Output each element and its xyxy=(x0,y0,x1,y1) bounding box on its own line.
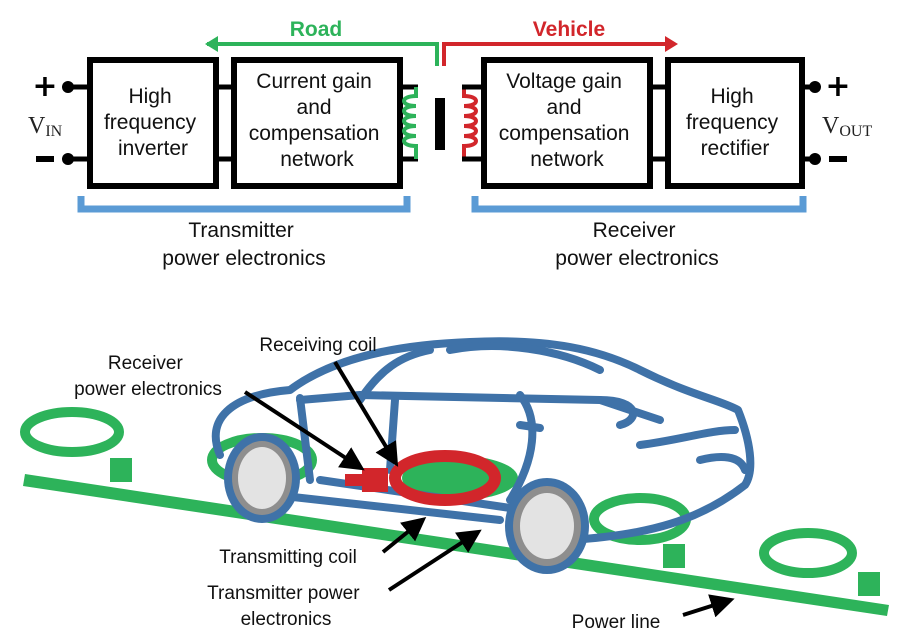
rectifier-block xyxy=(665,57,805,189)
road-coil xyxy=(20,407,132,482)
road-label: Road xyxy=(290,18,343,41)
receiver-bracket xyxy=(471,196,807,213)
transmitting-coil-label: Transmitting coil xyxy=(219,547,357,568)
current-gain-block xyxy=(231,57,403,189)
callout-arrows xyxy=(243,360,735,618)
transmitter-pe-label: Transmitter power electronics xyxy=(207,583,365,630)
power-line-label: Power line xyxy=(572,612,661,633)
output-plus-terminal xyxy=(809,81,821,93)
receiver-coil-symbol xyxy=(462,87,478,159)
rectifier-label: High frequency rectifier xyxy=(686,85,784,160)
vout-label: VOUT xyxy=(822,113,872,140)
receiver-group-label: Receiver power electronics xyxy=(555,219,718,270)
road-illustration: Receiving coil Receiver power electronic… xyxy=(20,335,889,633)
receiver-pe-label: Receiver power electronics xyxy=(74,353,222,400)
plus-sign-out: + xyxy=(825,69,850,104)
input-terminals: + VIN xyxy=(28,69,90,165)
transmitter-coil-symbol xyxy=(402,87,418,159)
front-wheel xyxy=(505,478,589,574)
current-gain-label: Current gain and compensation network xyxy=(249,70,386,171)
transformer-core xyxy=(435,98,445,150)
road-arrow: Road xyxy=(205,18,439,66)
vehicle-arrow: Vehicle xyxy=(442,18,678,66)
arrow-power-line xyxy=(682,594,735,618)
road-coil xyxy=(759,528,880,596)
arrow-receiver-pe xyxy=(243,390,365,471)
receiving-coil-label: Receiving coil xyxy=(259,335,376,356)
output-terminals: + VOUT xyxy=(802,69,872,165)
plus-sign: + xyxy=(32,69,57,104)
arrow-transmitter-pe xyxy=(387,529,482,592)
block-diagram: Road Vehicle + VIN High frequency invert… xyxy=(28,18,872,270)
transmitter-group-label: Transmitter power electronics xyxy=(162,219,325,270)
transmitter-bracket xyxy=(77,196,411,213)
voltage-gain-label: Voltage gain and compensation network xyxy=(499,70,636,171)
inverter-label: High frequency inverter xyxy=(104,85,202,160)
voltage-gain-block xyxy=(481,57,653,189)
receiver-power-electronics xyxy=(345,468,388,492)
rear-wheel xyxy=(224,433,300,523)
minus-sign xyxy=(36,156,54,162)
inverter-block xyxy=(87,57,219,189)
arrow-transmitting-coil xyxy=(381,516,427,554)
arrow-receiving-coil xyxy=(333,360,399,467)
minus-sign-out xyxy=(829,156,847,162)
vehicle-label: Vehicle xyxy=(533,18,605,41)
output-minus-terminal xyxy=(809,153,821,165)
input-plus-terminal xyxy=(62,81,74,93)
receiving-coil xyxy=(389,450,501,506)
input-minus-terminal xyxy=(62,153,74,165)
vin-label: VIN xyxy=(28,113,63,140)
